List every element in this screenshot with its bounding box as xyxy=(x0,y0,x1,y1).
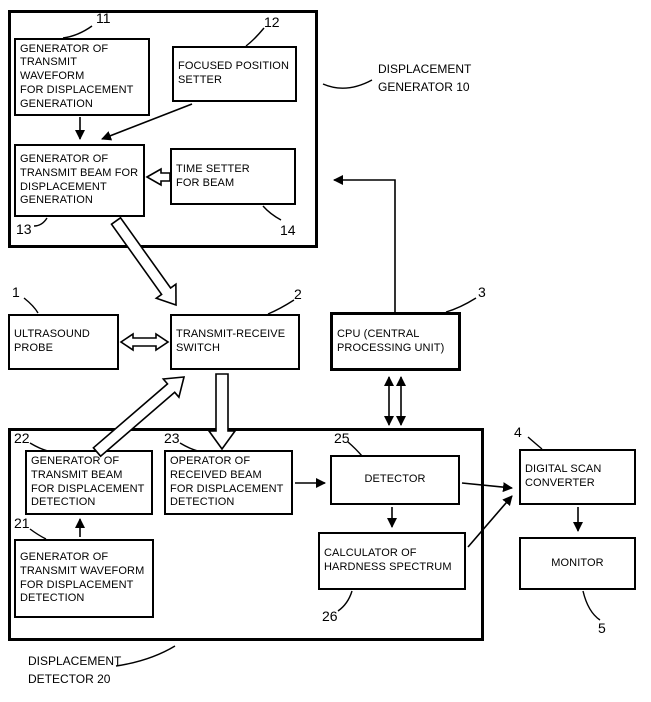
arrow-probe-switch-bidirectional xyxy=(119,332,170,352)
label-displacement-detector: DISPLACEMENT DETECTOR 20 xyxy=(28,654,122,686)
ref-13: 13 xyxy=(16,221,32,237)
leader-ref-4 xyxy=(527,436,543,450)
box-digital-scan-converter: DIGITAL SCAN CONVERTER xyxy=(519,449,636,505)
box-transmit-beam-generator-generation: GENERATOR OF TRANSMIT BEAM FOR DISPLACEM… xyxy=(14,144,145,217)
box-ultrasound-probe: ULTRASOUND PROBE xyxy=(8,314,119,370)
box-transmit-waveform-generator-detection: GENERATOR OF TRANSMIT WAVEFORM FOR DISPL… xyxy=(14,539,154,618)
leader-ref-5 xyxy=(582,590,601,621)
ref-23: 23 xyxy=(164,430,180,446)
ref-1: 1 xyxy=(12,284,20,300)
box-focused-position-setter: FOCUSED POSITION SETTER xyxy=(172,46,297,102)
ref-21: 21 xyxy=(14,515,30,531)
arrow-cpu-to-generator xyxy=(333,175,396,312)
ref-3: 3 xyxy=(478,284,486,300)
leader-ref-1 xyxy=(23,297,39,314)
ref-11: 11 xyxy=(96,10,111,26)
leader-detector-label xyxy=(115,645,176,667)
box-hardness-spectrum-calculator: CALCULATOR OF HARDNESS SPECTRUM xyxy=(318,532,466,590)
box-monitor: MONITOR xyxy=(519,537,636,590)
box-time-setter-for-beam: TIME SETTER FOR BEAM xyxy=(170,148,296,205)
ref-26: 26 xyxy=(322,608,338,624)
leader-ref-2 xyxy=(267,299,295,315)
leader-generator-label xyxy=(322,79,373,89)
box-transmit-beam-generator-detection: GENERATOR OF TRANSMIT BEAM FOR DISPLACEM… xyxy=(25,450,153,515)
leader-ref-3 xyxy=(445,297,477,313)
ref-2: 2 xyxy=(294,286,302,302)
ref-22: 22 xyxy=(14,430,30,446)
ref-14: 14 xyxy=(280,222,296,238)
box-cpu: CPU (CENTRAL PROCESSING UNIT) xyxy=(330,312,461,371)
ref-25: 25 xyxy=(334,430,350,446)
ref-4: 4 xyxy=(514,424,522,440)
ref-12: 12 xyxy=(264,14,280,30)
box-detector: DETECTOR xyxy=(330,455,460,505)
box-transmit-receive-switch: TRANSMIT-RECEIVE SWITCH xyxy=(170,314,300,370)
ref-5: 5 xyxy=(598,620,606,636)
box-received-beam-operator-detection: OPERATOR OF RECEIVED BEAM FOR DISPLACEME… xyxy=(164,450,293,515)
box-transmit-waveform-generator-generation: GENERATOR OF TRANSMIT WAVEFORM FOR DISPL… xyxy=(14,38,150,116)
label-displacement-generator: DISPLACEMENT GENERATOR 10 xyxy=(378,62,472,94)
